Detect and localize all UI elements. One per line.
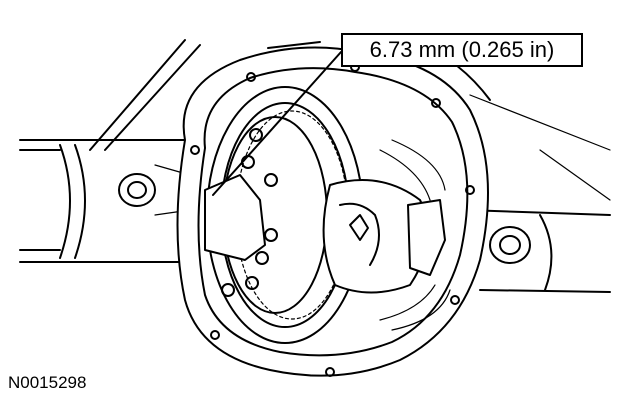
- callout-leader-line: [212, 51, 342, 196]
- differential-case: [204, 139, 451, 331]
- left-axle-tube: [19, 139, 191, 263]
- measurement-callout: 6.73 mm (0.265 in): [341, 33, 583, 67]
- figure-id: N0015298: [8, 373, 87, 392]
- right-axle-tube: [464, 94, 611, 293]
